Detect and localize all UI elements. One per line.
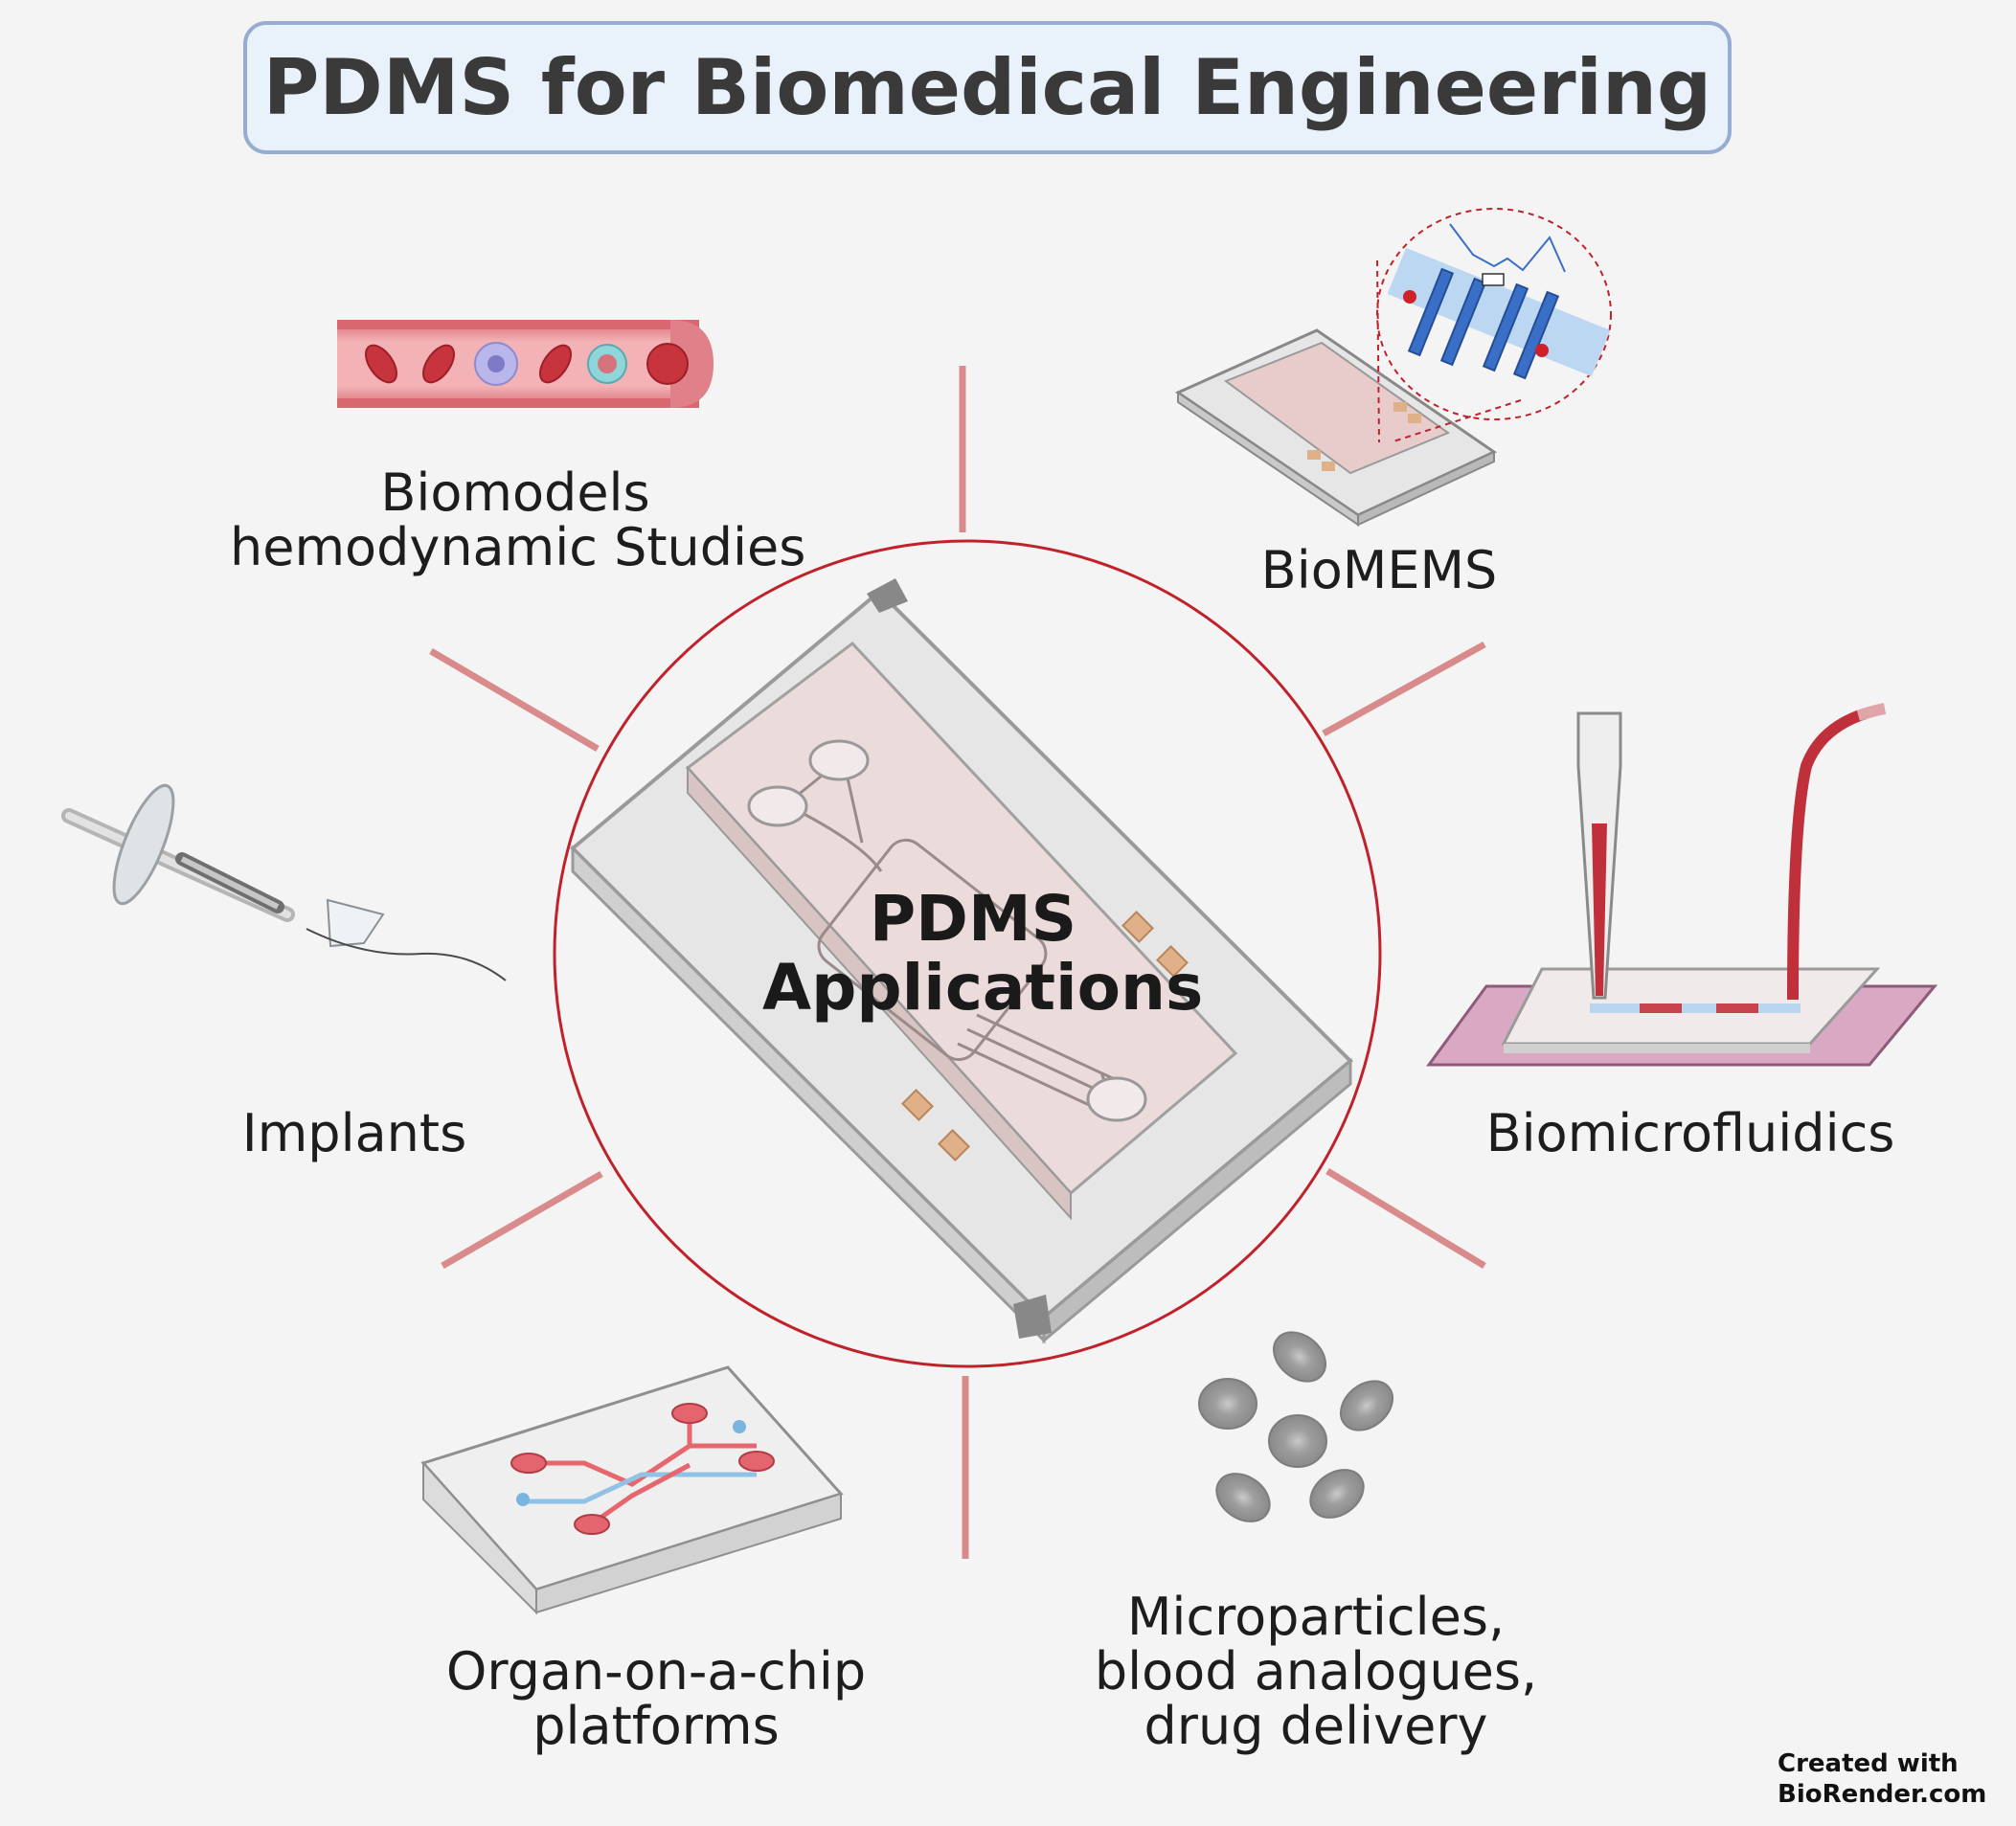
label-implants: Implants [230,1106,479,1161]
organ-chip-icon [420,1365,844,1615]
blood-vessel-icon [337,320,714,408]
center-label-line1: PDMS [869,882,1077,956]
microfluidic-slide-icon [1426,702,1938,1067]
connector-lines [429,366,1486,1559]
connector-top-right [1322,641,1486,737]
microparticles-icon [1198,1331,1393,1522]
label-biomicrofluidics-line1: Biomicrofluidics [1485,1103,1895,1163]
label-microparticles-line3: drug delivery [1144,1696,1488,1756]
label-microparticles: Microparticles, blood analogues, drug de… [1076,1589,1555,1753]
label-biomems-line1: BioMEMS [1260,540,1498,600]
implant-device-icon [61,783,507,981]
connector-top-left [429,647,600,753]
label-organ-on-chip: Organ-on-a-chip platforms [421,1644,891,1753]
label-biomicrofluidics: Biomicrofluidics [1475,1106,1906,1161]
pdms-chip-icon [570,578,1353,1344]
label-implants-line1: Implants [241,1103,467,1163]
center-circle [553,539,1382,1368]
credit-line1: Created with [1778,1749,1959,1778]
center-label-line2: Applications [762,951,1204,1025]
label-biomodels: Biomodels hemodynamic Studies [230,462,806,577]
label-microparticles-line2: blood analogues, [1094,1641,1538,1702]
biorender-credit: Created with BioRender.com [1778,1748,1986,1810]
connector-bottom-right [1325,1168,1486,1269]
center-label: PDMS Applications [762,882,1204,1025]
label-biomems: BioMEMS [1235,543,1523,597]
label-biomodels-line1: Biomodels [380,462,650,523]
connector-bottom-left [441,1170,603,1270]
credit-line2: BioRender.com [1778,1780,1987,1809]
label-biomodels-line2: hemodynamic Studies [230,517,806,577]
page-title: PDMS for Biomedical Engineering [262,43,1712,132]
title-box: PDMS for Biomedical Engineering [243,21,1732,154]
label-organ-on-chip-line2: platforms [532,1696,780,1756]
label-microparticles-line1: Microparticles, [1126,1587,1506,1647]
biomems-chip-icon [1174,208,1612,527]
label-organ-on-chip-line1: Organ-on-a-chip [445,1641,867,1702]
